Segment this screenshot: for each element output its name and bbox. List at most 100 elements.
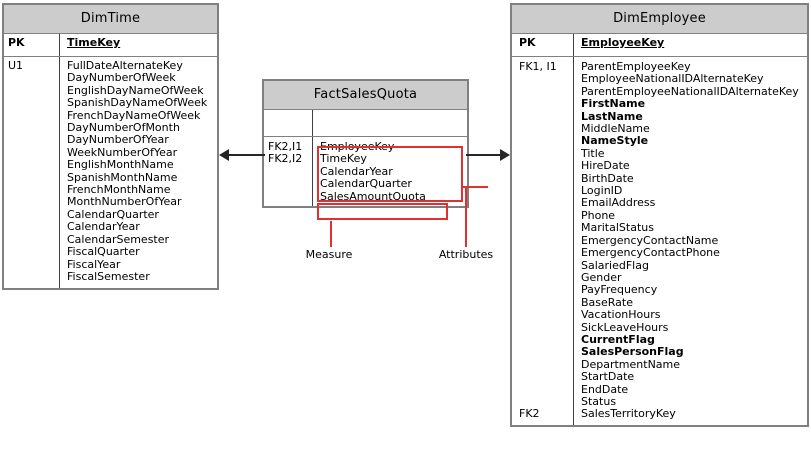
attribute-row-dim-employee: VacationHours xyxy=(581,308,661,322)
key-column-spacer xyxy=(512,222,573,234)
pk-key-column-fact-sales-quota xyxy=(264,110,313,136)
attribute-row-dim-employee: StartDate xyxy=(581,370,635,384)
attribute-row-dim-employee: ParentEmployeeKey xyxy=(581,60,691,73)
attribute-row-dim-time: FrenchMonthName xyxy=(67,183,171,197)
key-column-spacer xyxy=(512,73,573,85)
attribute-row-dim-employee: Title xyxy=(581,146,605,160)
key-column-spacer xyxy=(512,135,573,147)
pk-header-dim-employee: PK xyxy=(519,36,536,49)
pk-section-dim-time: PK TimeKey xyxy=(4,34,217,57)
attribute-row-dim-employee: SalariedFlag xyxy=(581,258,649,272)
entity-dim-time[interactable]: DimTime PK TimeKey U1 FullDateAlternateK… xyxy=(3,4,218,290)
callout-label-attributes: Attributes xyxy=(438,248,494,261)
entity-title-fact-sales-quota: FactSalesQuota xyxy=(264,81,467,110)
attribute-row-dim-employee: EndDate xyxy=(581,382,629,396)
attribute-row-dim-time: WeekNumberOfYear xyxy=(67,145,178,159)
pk-field-column-fact-sales-quota xyxy=(313,110,467,136)
measure-row-fact-sales-quota: SalesAmountQuota xyxy=(320,189,426,203)
attribute-row-dim-employee: LoginID xyxy=(581,184,623,198)
fk-label-row-fact-sales-quota: FK2,I1 xyxy=(268,140,303,153)
attr-key-column-dim-employee: FK1, I1 FK2 xyxy=(512,57,574,425)
attribute-row-dim-employee: Phone xyxy=(581,208,616,222)
entity-title-dim-employee: DimEmployee xyxy=(512,5,807,34)
attribute-row-dim-time: FiscalSemester xyxy=(67,269,150,283)
attribute-row-dim-employee: EmployeeNationalIDAlternateKey xyxy=(581,72,764,86)
pk-field-dim-employee: EmployeeKey xyxy=(581,36,665,49)
key-column-spacer xyxy=(512,160,573,172)
attribute-row-dim-employee: MaritalStatus xyxy=(581,221,654,235)
attribute-row-dim-time: FiscalYear xyxy=(67,257,121,271)
fk-label-list-dim-employee: FK1, I1 FK2 xyxy=(512,57,573,425)
pk-key-column-dim-employee: PK xyxy=(512,34,574,56)
attribute-row-dim-time: SpanishMonthName xyxy=(67,170,178,184)
attribute-row-dim-time: EnglishMonthName xyxy=(67,158,174,172)
entity-dim-employee[interactable]: DimEmployee PK EmployeeKey FK1, I1 FK2 P… xyxy=(511,4,808,426)
key-column-spacer xyxy=(512,309,573,321)
leader-line-measure xyxy=(330,221,332,247)
arrow-head-left-icon xyxy=(219,149,229,161)
attribute-row-dim-employee: EmergencyContactPhone xyxy=(581,246,720,260)
attribute-row-fact-sales-quota: CalendarYear xyxy=(320,164,393,178)
pk-key-column-dim-time: PK xyxy=(4,34,60,56)
attribute-row-dim-employee: MiddleName xyxy=(581,122,650,136)
attribute-row-dim-time: EnglishDayNameOfWeek xyxy=(67,83,204,97)
attribute-row-dim-employee: SickLeaveHours xyxy=(581,320,669,334)
leader-line-attributes-horizontal xyxy=(462,186,488,188)
callout-label-measure: Measure xyxy=(305,248,353,261)
key-column-spacer xyxy=(512,284,573,296)
arrow-head-right-icon xyxy=(500,149,510,161)
key-column-spacer xyxy=(512,346,573,358)
key-column-spacer xyxy=(512,371,573,383)
key-column-spacer xyxy=(512,247,573,259)
relationship-line-fact-to-dimtime xyxy=(228,154,265,156)
attribute-row-dim-employee: EmailAddress xyxy=(581,196,656,210)
attr-key-column-dim-time: U1 xyxy=(4,57,60,289)
attribute-row-dim-employee: FirstName xyxy=(581,97,646,111)
attribute-row-dim-time: DayNumberOfYear xyxy=(67,133,169,147)
attribute-row-dim-time: FullDateAlternateKey xyxy=(67,59,183,72)
measure-list-fact-sales-quota: SalesAmountQuota xyxy=(313,189,467,203)
attribute-row-dim-employee: HireDate xyxy=(581,159,630,173)
attribute-row-dim-time: DayNumberOfMonth xyxy=(67,121,180,135)
pk-field-column-dim-time: TimeKey xyxy=(60,34,217,56)
index-label-dim-time: U1 xyxy=(8,59,24,72)
pk-section-dim-employee: PK EmployeeKey xyxy=(512,34,807,57)
attribute-row-dim-employee: EmergencyContactName xyxy=(581,233,719,247)
attribute-row-dim-employee: DepartmentName xyxy=(581,357,681,371)
attribute-row-dim-employee: ParentEmployeeNationalIDAlternateKey xyxy=(581,84,799,98)
entity-title-dim-time: DimTime xyxy=(4,5,217,34)
attribute-row-dim-employee: SalesPersonFlag xyxy=(581,345,684,359)
index-label-dim-employee: FK1, I1 xyxy=(519,60,557,73)
attribute-row-dim-employee: CurrentFlag xyxy=(581,332,655,346)
attribute-row-fact-sales-quota: TimeKey xyxy=(320,152,367,166)
key-column-spacer xyxy=(512,197,573,209)
attribute-row-dim-time: DayNumberOfWeek xyxy=(67,71,176,85)
attribute-row-dim-time: CalendarQuarter xyxy=(67,207,159,221)
attribute-row-dim-employee: PayFrequency xyxy=(581,283,658,297)
attribute-row-dim-time: MonthNumberOfYear xyxy=(67,195,182,209)
attribute-row-dim-employee: BirthDate xyxy=(581,171,634,185)
pk-field-column-dim-employee: EmployeeKey xyxy=(574,34,807,56)
leader-line-attributes-vertical xyxy=(465,186,467,247)
pk-header-dim-time: PK xyxy=(8,36,25,49)
attribute-row-dim-employee: SalesTerritoryKey xyxy=(581,407,676,421)
attribute-row-dim-time: CalendarYear xyxy=(67,220,140,234)
pk-field-dim-time: TimeKey xyxy=(67,36,121,49)
attribute-row-dim-employee: LastName xyxy=(581,109,643,123)
attribute-row-dim-time: FrenchDayNameOfWeek xyxy=(67,108,201,122)
fk-label-row-fact-sales-quota: FK2,I2 xyxy=(268,152,303,166)
attribute-row-dim-employee: Status xyxy=(581,394,617,408)
